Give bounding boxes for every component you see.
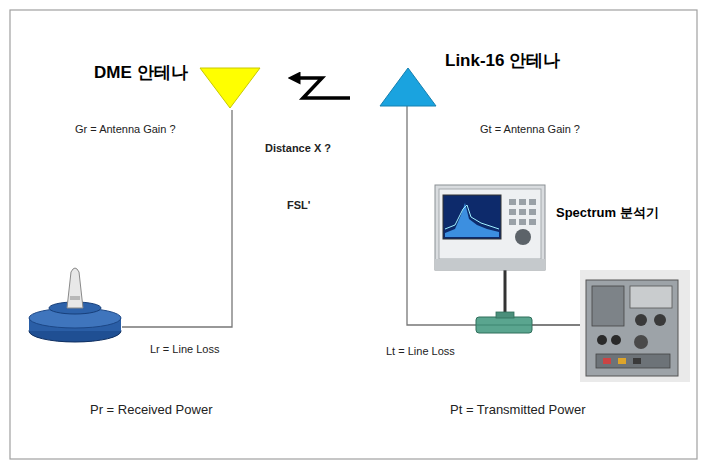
antenna-heading: Link-16 안테나	[445, 49, 560, 72]
signal-arrow	[294, 78, 350, 98]
dme-antenna: DME 안테나	[200, 66, 290, 110]
feed-line	[122, 110, 232, 327]
antenna-heading: DME 안테나	[94, 61, 188, 84]
loss-label: Lt = Line Loss	[386, 345, 455, 357]
link16-antenna-shape	[350, 66, 438, 108]
frame-border	[10, 10, 697, 459]
power-label: Pt = Transmitted Power	[450, 402, 585, 417]
spectrum-analyzer: Spectrum 분석기	[435, 185, 545, 270]
rf-coupler	[476, 312, 532, 333]
distance-label: Distance X ?	[265, 142, 331, 154]
device-label: Spectrum 분석기	[556, 204, 659, 222]
dme-antenna-shape	[200, 66, 290, 110]
analyzer-cable	[504, 270, 507, 317]
link16-terminal	[580, 270, 690, 382]
radio-cable	[532, 324, 582, 326]
link16-antenna: Link-16 안테나	[350, 66, 438, 108]
loss-label: Lr = Line Loss	[150, 343, 219, 355]
gain-label: Gr = Antenna Gain ?	[75, 123, 176, 135]
loss-label: FSL'	[287, 199, 310, 211]
gain-label: Gt = Antenna Gain ?	[480, 123, 580, 135]
dme-equipment	[29, 268, 121, 342]
power-label: Pr = Received Power	[90, 402, 212, 417]
spectrum-analyzer-shape	[435, 185, 545, 270]
